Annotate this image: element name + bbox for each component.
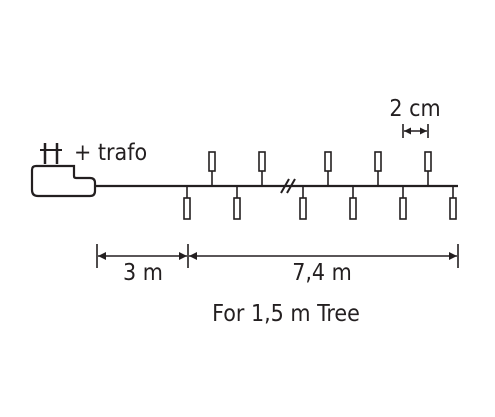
- led-bulb-icon: [324, 151, 332, 186]
- lead-length-label: 3 m: [123, 260, 163, 286]
- spacing-dimension: [402, 124, 429, 138]
- led-bulbs-lower: [183, 186, 457, 220]
- wire-break-icon: [280, 178, 296, 194]
- led-bulb-icon: [374, 151, 382, 186]
- length-dimensions: [96, 244, 459, 268]
- transformer-plug-icon: [30, 143, 97, 198]
- led-bulbs-upper: [208, 151, 432, 186]
- led-bulb-icon: [449, 186, 457, 220]
- led-bulb-icon: [183, 186, 191, 220]
- led-bulb-icon: [233, 186, 241, 220]
- led-bulb-icon: [258, 151, 266, 186]
- led-bulb-icon: [399, 186, 407, 220]
- led-bulb-icon: [349, 186, 357, 220]
- spacing-label: 2 cm: [389, 96, 440, 122]
- string-length-label: 7,4 m: [292, 260, 352, 286]
- led-bulb-icon: [424, 151, 432, 186]
- led-bulb-icon: [299, 186, 307, 220]
- led-bulb-icon: [208, 151, 216, 186]
- tree-size-label: For 1,5 m Tree: [212, 301, 360, 327]
- trafo-label: + trafo: [74, 140, 147, 166]
